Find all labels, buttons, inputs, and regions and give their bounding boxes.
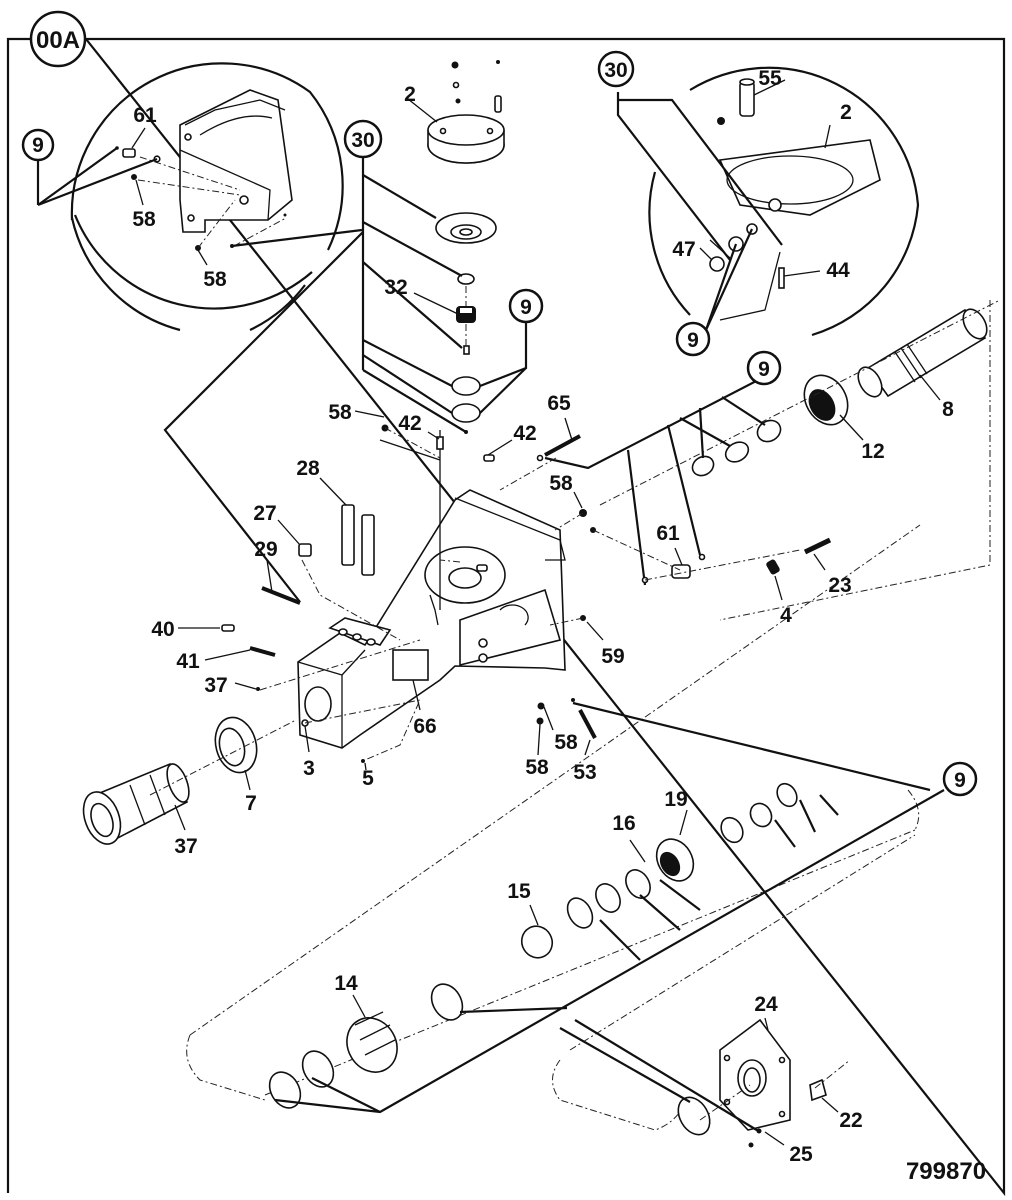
part-label-58: 58 <box>554 731 578 754</box>
part-label-32: 32 <box>384 276 407 299</box>
part-label-15: 15 <box>507 880 531 903</box>
part-label-58: 58 <box>203 268 227 291</box>
part-label-42: 42 <box>398 412 421 435</box>
sleeve-5 <box>82 762 190 845</box>
bolt-55 <box>739 78 755 117</box>
o-ring <box>691 455 715 477</box>
spool-8 <box>857 308 988 398</box>
svg-text:9: 9 <box>520 296 532 319</box>
part-label-8: 8 <box>942 398 954 421</box>
callout-30-right: 30 <box>597 50 635 88</box>
part-label-23: 23 <box>828 574 851 597</box>
small-washer <box>457 273 475 285</box>
part-label-12: 12 <box>861 440 884 463</box>
part-label-3: 3 <box>303 757 315 780</box>
bushing-7 <box>214 716 258 774</box>
part-label-4: 4 <box>780 604 792 627</box>
part-label-47: 47 <box>672 238 695 261</box>
part-label-37: 37 <box>204 674 227 697</box>
spool-assembly-parts <box>268 782 827 1148</box>
part-label-42: 42 <box>513 422 536 445</box>
part-label-55: 55 <box>758 67 782 90</box>
part-label-44: 44 <box>826 259 850 282</box>
housing-detail-left <box>179 89 293 233</box>
part-label-58: 58 <box>549 472 573 495</box>
callout-9-rightdetail: 9 <box>675 321 711 357</box>
o-ring <box>756 419 782 443</box>
leader-9-upperright <box>544 376 766 586</box>
cover-plate-2 <box>427 60 505 164</box>
part-label-58: 58 <box>328 401 352 424</box>
part-label-28: 28 <box>296 457 320 480</box>
diaphragm-disc <box>435 212 497 244</box>
sheet-label: 00A <box>36 27 80 54</box>
sheet-label-badge: 00A <box>29 10 87 68</box>
o-ring <box>724 441 750 463</box>
callout-9-upperright: 9 <box>746 350 782 386</box>
cover-plate-2-detail <box>718 139 881 216</box>
svg-text:9: 9 <box>32 134 44 157</box>
part-label-24: 24 <box>754 993 778 1016</box>
part-label-41: 41 <box>176 650 200 673</box>
plug-47 <box>709 256 725 272</box>
svg-text:30: 30 <box>351 129 374 152</box>
o-ring <box>451 376 481 396</box>
part-label-61: 61 <box>133 104 157 127</box>
detail-circle-right <box>648 66 920 337</box>
nut-12 <box>803 374 849 426</box>
part-label-5: 37 <box>174 835 197 858</box>
svg-text:9: 9 <box>687 329 699 352</box>
part-label-2: 2 <box>404 83 416 106</box>
callout-9-lower: 9 <box>942 761 978 797</box>
spring-32 <box>456 306 476 323</box>
part-label-7: 7 <box>245 792 257 815</box>
svg-text:9: 9 <box>758 358 770 381</box>
detail-circle-left <box>70 62 344 310</box>
part-label-66: 66 <box>413 715 436 738</box>
part-label-16: 16 <box>612 812 635 835</box>
svg-text:30: 30 <box>604 59 627 82</box>
leader-30-left <box>361 155 467 433</box>
part-label-25: 25 <box>789 1143 813 1166</box>
o-ring <box>451 403 481 423</box>
leader-9-topleft <box>37 147 158 207</box>
callout-9-mid: 9 <box>508 288 544 324</box>
part-label-27: 27 <box>253 502 276 525</box>
callout-9-topleft: 9 <box>21 128 55 162</box>
callout-30-left: 30 <box>343 119 383 159</box>
part-label-58: 58 <box>132 208 156 231</box>
part-label-14: 14 <box>334 972 358 995</box>
part-label-40: 40 <box>151 618 174 641</box>
part-label-53: 53 <box>573 761 596 784</box>
figure-number: 799870 <box>906 1158 986 1185</box>
part-label-29: 29 <box>254 538 277 561</box>
part-label-37: 5 <box>362 767 374 790</box>
part-label-61: 61 <box>656 522 680 545</box>
part-label-22: 22 <box>839 1109 862 1132</box>
leader-9-mid <box>479 322 528 414</box>
svg-text:9: 9 <box>954 769 966 792</box>
pin-44 <box>778 267 785 289</box>
valve-housing <box>297 489 566 749</box>
part-label-58: 58 <box>525 756 549 779</box>
part-label-59: 59 <box>601 645 624 668</box>
leader-9-lower <box>274 701 945 1133</box>
part-label-19: 19 <box>664 788 687 811</box>
part-label-65: 65 <box>547 392 571 415</box>
part-label-2: 2 <box>840 101 852 124</box>
